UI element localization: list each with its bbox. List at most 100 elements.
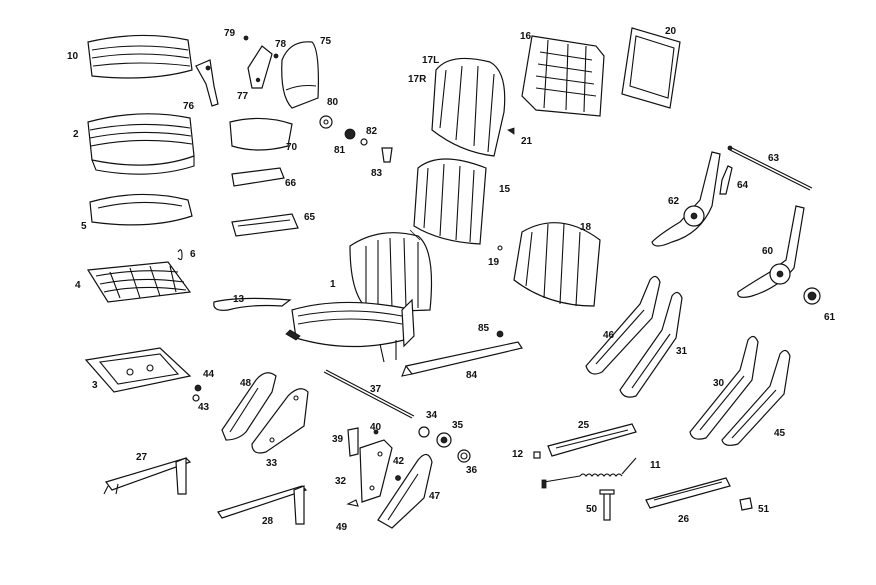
washer-40 (373, 429, 379, 435)
callout-82: 82 (366, 126, 378, 137)
callout-2: 2 (73, 129, 79, 140)
knob-61 (803, 287, 821, 305)
nut-81 (360, 138, 368, 146)
callout-65: 65 (304, 212, 316, 223)
callout-1: 1 (330, 279, 336, 290)
callout-6: 6 (190, 249, 196, 260)
callout-16: 16 (520, 31, 532, 42)
rail-84 (401, 341, 523, 377)
seat-rail-27 (103, 457, 192, 495)
callout-25: 25 (578, 420, 590, 431)
callout-76: 76 (183, 101, 195, 112)
callout-21: 21 (521, 136, 533, 147)
callout-11: 11 (650, 460, 661, 471)
callout-33: 33 (266, 458, 278, 469)
callout-20: 20 (665, 26, 677, 37)
callout-19: 19 (488, 257, 500, 268)
callout-44: 44 (203, 369, 215, 380)
headrest-bracket-77 (247, 45, 273, 89)
callout-5: 5 (81, 221, 87, 232)
knob-35 (436, 432, 452, 448)
nut-79 (243, 35, 249, 41)
spring-cable-11 (541, 457, 637, 489)
callout-37: 37 (370, 384, 382, 395)
callout-49: 49 (336, 522, 348, 533)
callout-34: 34 (426, 410, 438, 421)
washer-43 (192, 394, 200, 402)
callout-75: 75 (320, 36, 332, 47)
backrest-15 (413, 158, 487, 245)
callout-80: 80 (327, 97, 339, 108)
side-trim-45 (721, 349, 791, 446)
callout-36: 36 (466, 465, 478, 476)
seat-pan-3 (84, 347, 192, 393)
slide-rail-25 (547, 423, 637, 457)
headrest-cushion-70 (229, 117, 293, 151)
hinge-plate-32 (359, 439, 393, 503)
headrest-75 (281, 41, 319, 109)
callout-83: 83 (371, 168, 383, 179)
armrest-tray-65 (231, 213, 299, 237)
cap-83 (381, 147, 393, 163)
callout-84: 84 (466, 370, 478, 381)
callout-27: 27 (136, 452, 148, 463)
callout-79: 79 (224, 28, 236, 39)
callout-26: 26 (678, 514, 690, 525)
seat-cushion-10 (87, 34, 193, 79)
grommet-80 (319, 115, 333, 129)
callout-28: 28 (262, 516, 274, 527)
screw-42 (395, 475, 401, 481)
leader-lines (409, 229, 421, 241)
callout-12: 12 (512, 449, 524, 460)
nut-44 (194, 384, 202, 392)
callout-45: 45 (774, 428, 786, 439)
trim-strip-66 (231, 167, 285, 187)
callout-4: 4 (75, 280, 81, 291)
callout-78: 78 (275, 39, 287, 50)
complete-seat-1 (285, 232, 433, 363)
callout-18: 18 (580, 222, 592, 233)
callout-31: 31 (676, 346, 688, 357)
callout-60: 60 (762, 246, 774, 257)
clip-49 (346, 499, 359, 507)
callout-85: 85 (478, 323, 490, 334)
seat-cushion-2 (87, 113, 195, 175)
callout-51: 51 (758, 504, 770, 515)
callout-17R: 17R (408, 74, 427, 85)
clip-19 (497, 245, 503, 251)
bolt-39 (347, 427, 359, 457)
clip-21 (507, 127, 515, 135)
backrest-frame-16 (521, 35, 605, 117)
callout-13: 13 (233, 294, 245, 305)
callout-17L: 17L (422, 55, 439, 66)
grommet-82 (344, 128, 356, 140)
callout-42: 42 (393, 456, 405, 467)
callout-47: 47 (429, 491, 441, 502)
callout-3: 3 (92, 380, 98, 391)
nut-85 (496, 330, 504, 338)
backrest-panel-20 (621, 27, 681, 109)
spring-base-4 (86, 261, 192, 303)
torsion-rod-37 (323, 369, 415, 419)
callout-40: 40 (370, 422, 382, 433)
backrest-18 (513, 222, 601, 307)
ring-36 (457, 449, 471, 463)
tie-rod-63 (727, 145, 813, 191)
spring-clip-6 (177, 249, 183, 261)
cap-12 (533, 451, 541, 459)
backrest-17 (431, 57, 506, 157)
callout-63: 63 (768, 153, 780, 164)
side-cover-47 (377, 453, 433, 529)
callout-66: 66 (285, 178, 297, 189)
lever-64 (719, 165, 733, 195)
callout-30: 30 (713, 378, 725, 389)
seat-cushion-5 (89, 193, 193, 226)
screw-78 (273, 53, 279, 59)
clip-51 (739, 497, 753, 511)
side-trim-31 (619, 291, 683, 398)
headrest-bracket-76 (195, 59, 219, 107)
callout-61: 61 (824, 312, 836, 323)
callout-46: 46 (603, 330, 615, 341)
callout-32: 32 (335, 476, 347, 487)
